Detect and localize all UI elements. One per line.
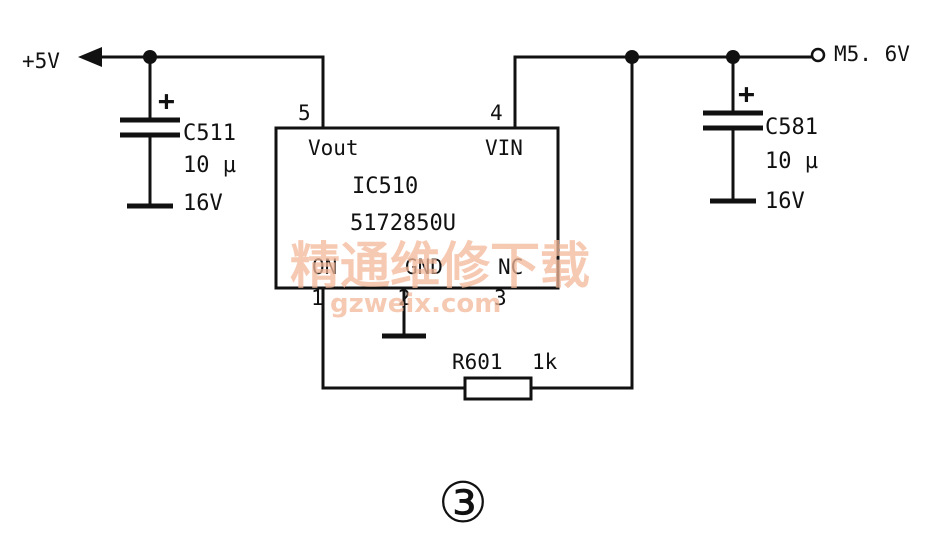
c581-polarity-mark: + [738,77,755,110]
c581-value-label: 10 µ [765,149,818,174]
pin-3-name: NC [498,255,523,279]
pin-3-number: 3 [494,286,507,310]
pin-4-number: 4 [490,101,503,125]
ic-part-number: 5172850U [350,211,456,236]
output-rail [78,47,325,130]
watermark-url: gzweix.com [330,289,501,319]
input-terminal-icon [810,47,826,63]
input-rail [513,47,826,130]
input-voltage-label: M5. 6V [834,42,910,66]
r601-value-label: 1k [532,350,558,374]
ic510-body [274,126,560,290]
c511-ref-label: C511 [183,121,236,146]
c511-polarity-mark: + [158,84,175,117]
c581-voltage-label: 16V [765,189,805,214]
pin-1-number: 1 [311,286,324,310]
pin-5-number: 5 [298,101,311,125]
c511-voltage-label: 16V [183,191,223,216]
watermark-text: 精通维修下载 [290,237,590,295]
capacitor-c581 [703,55,763,204]
output-voltage-label: +5V [22,49,60,73]
pin-2-name: GND [405,255,443,279]
pin-4-name: VIN [485,136,523,160]
c581-ref-label: C581 [765,115,818,140]
enable-path [321,55,634,401]
figure-number: ③ [438,471,488,536]
r601-ref-label: R601 [452,350,503,374]
capacitor-c511 [120,55,180,209]
pin-1-name: ON [312,255,337,279]
output-arrow-icon [78,47,102,67]
resistor-r601 [463,376,533,401]
pin-5-name: Vout [308,136,359,160]
ic-ref-label: IC510 [352,174,418,199]
c511-value-label: 10 µ [183,153,236,178]
